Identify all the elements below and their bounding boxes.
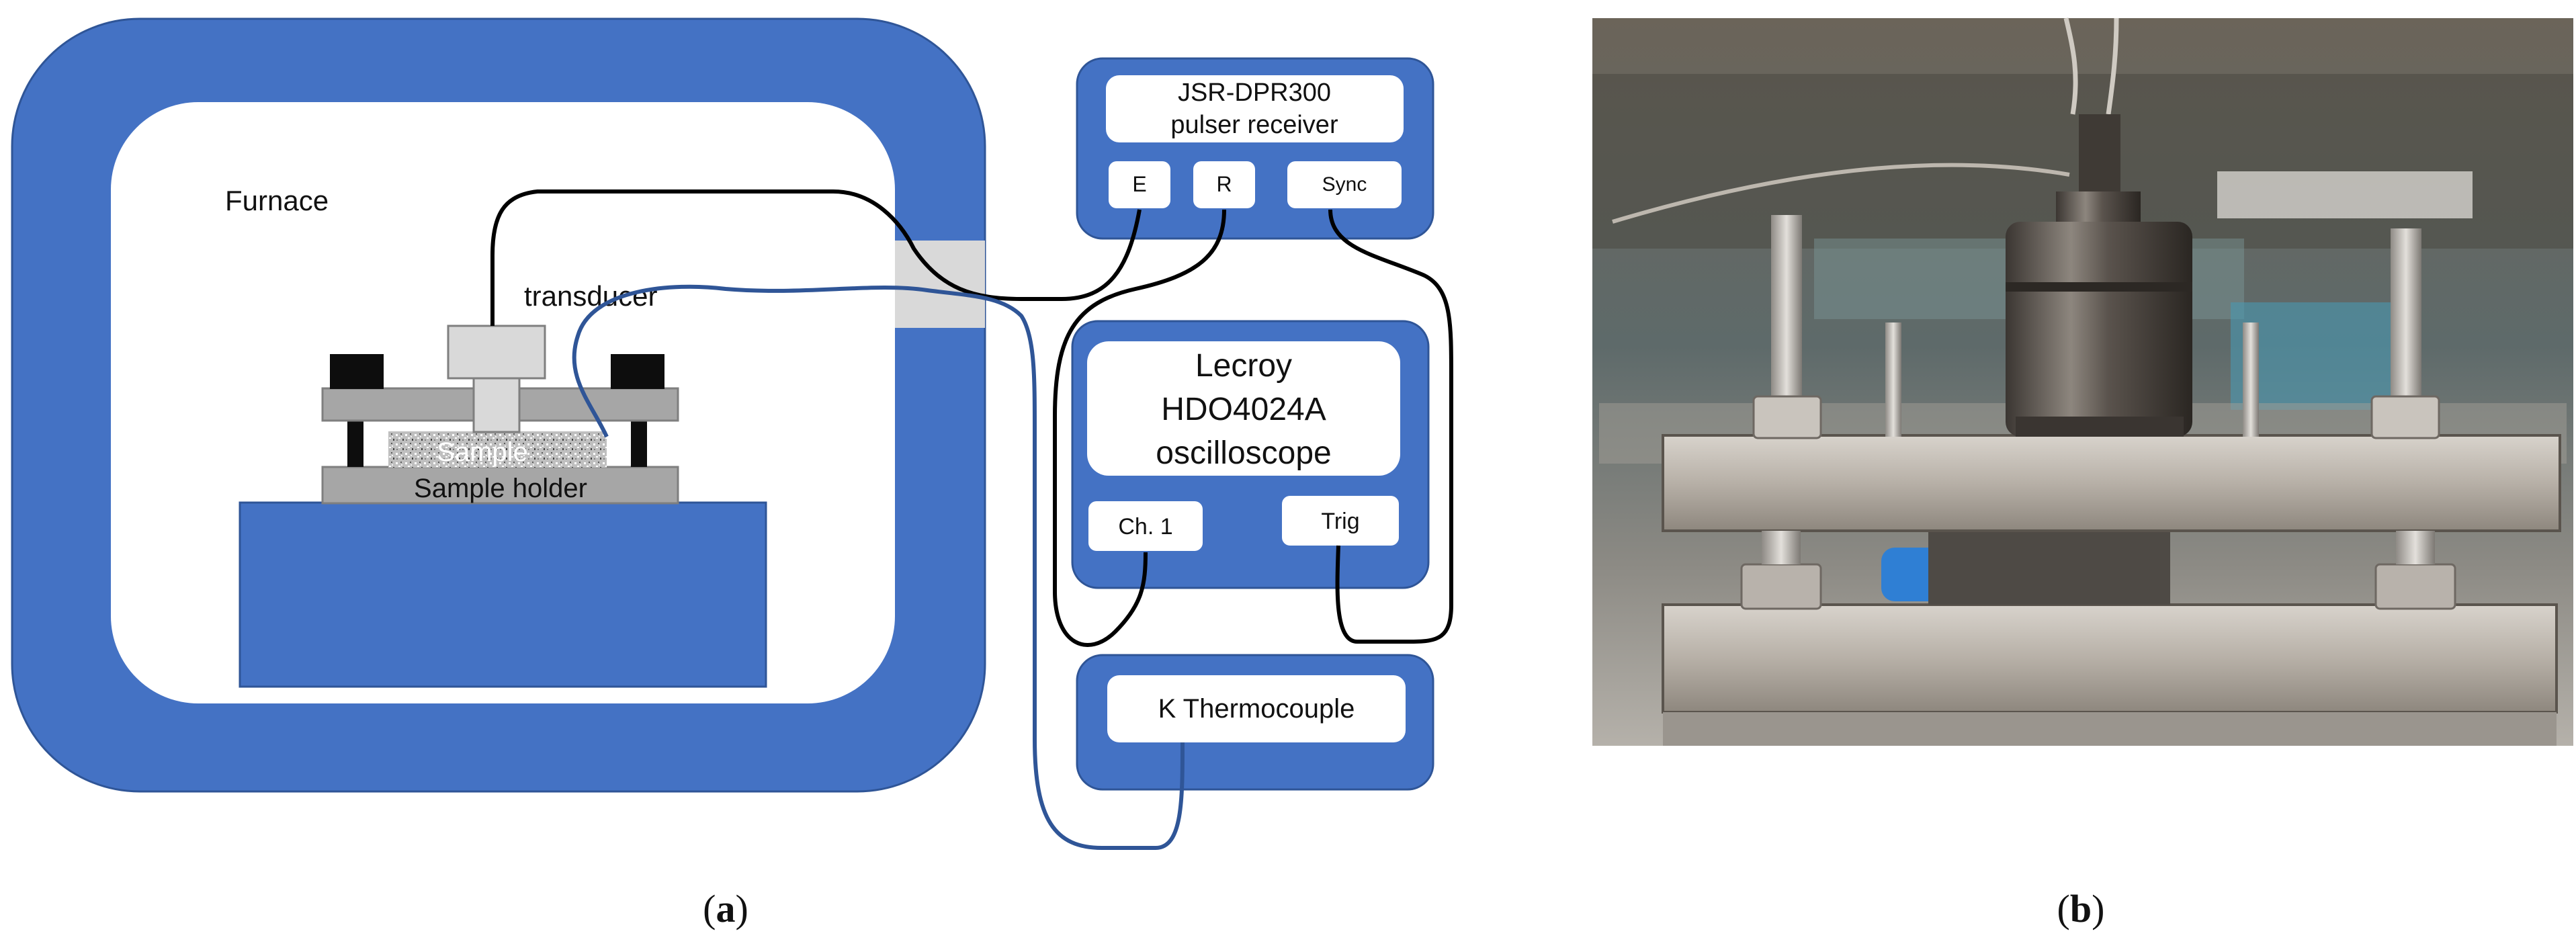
- stage-block: [239, 501, 767, 688]
- photo-nut-lower-left: [1740, 563, 1822, 610]
- photo-bolt-lower-right: [2396, 531, 2435, 564]
- photo-transducer-band: [2006, 282, 2192, 292]
- oscilloscope-title-panel: [1087, 341, 1400, 476]
- transducer-label: transducer: [524, 280, 657, 312]
- caption-a-letter: a: [716, 887, 736, 931]
- sample-holder-label: Sample holder: [414, 474, 587, 503]
- cable-right: [2106, 17, 2119, 115]
- caption-a: (a): [703, 887, 748, 931]
- furnace-label: Furnace: [225, 185, 329, 216]
- pulser-port-e-label: E: [1132, 172, 1146, 196]
- oscilloscope-port-ch1: [1088, 501, 1203, 551]
- wire-sync-to-trig: [1328, 209, 1453, 644]
- setup-diagram: Furnace Sample holder Sample: [11, 17, 1453, 850]
- photo-bolt-lower-left: [1762, 531, 1801, 564]
- nut-right: [611, 354, 664, 389]
- photo-bench-surface: [1663, 712, 2557, 746]
- cable-background: [1612, 163, 2070, 224]
- caption-a-open: (: [703, 887, 716, 931]
- oscilloscope-title-line2: HDO4024A: [1161, 392, 1326, 427]
- wire-thermocouple: [572, 284, 1185, 850]
- pulser-port-sync: [1287, 161, 1402, 208]
- wire-r-to-ch1: [1053, 209, 1226, 647]
- thermocouple-label: K Thermocouple: [1158, 694, 1355, 724]
- pulser-port-r-label: R: [1216, 172, 1232, 196]
- pulser-title-line1: JSR-DPR300: [1178, 79, 1331, 107]
- post-left: [347, 420, 363, 467]
- photo-bolt-small-right: [2243, 322, 2259, 437]
- pulser-port-r: [1193, 161, 1255, 208]
- caption-b-close: ): [2092, 887, 2104, 931]
- caption-a-close: ): [736, 887, 748, 931]
- oscilloscope-port-trig: [1282, 496, 1399, 546]
- pulser-port-e: [1109, 161, 1170, 208]
- photo-nut-upper-left: [1752, 395, 1822, 439]
- oscilloscope-title-line3: oscilloscope: [1156, 435, 1331, 471]
- photo-nut-upper-right: [2370, 395, 2440, 439]
- oscilloscope-port-ch1-label: Ch. 1: [1118, 514, 1172, 540]
- transducer-body: [472, 377, 521, 433]
- oscilloscope-title-line1: Lecroy: [1195, 348, 1292, 384]
- oscilloscope-port-trig-label: Trig: [1321, 509, 1359, 534]
- post-right: [631, 420, 647, 467]
- caption-b-open: (: [2057, 887, 2070, 931]
- sample-block: [388, 431, 607, 468]
- nut-left: [330, 354, 384, 389]
- photo-sample: [1928, 531, 2170, 605]
- photo-lower-plate: [1662, 603, 2558, 714]
- photo-panel: [1592, 17, 2573, 746]
- photo-bolt-small-left: [1885, 322, 1901, 437]
- caption-b-letter: b: [2070, 887, 2092, 931]
- transducer-head: [447, 325, 546, 380]
- background-label-strip: [2217, 171, 2473, 218]
- photo-bolt-left: [1771, 215, 1802, 417]
- photo-nut-lower-right: [2374, 563, 2456, 610]
- furnace-port: [895, 241, 985, 328]
- photo-transducer-connector: [2079, 114, 2120, 202]
- photo-transducer-body: [2006, 222, 2192, 437]
- cable-left: [2063, 17, 2078, 115]
- pulser-port-sync-label: Sync: [1322, 173, 1367, 196]
- sample-label: Sample: [437, 437, 528, 467]
- pulser-title-panel: [1106, 75, 1404, 142]
- photo-upper-plate: [1662, 434, 2561, 532]
- thermocouple-panel: [1107, 675, 1406, 742]
- pulser-title-line2: pulser receiver: [1170, 111, 1338, 139]
- photo-transducer-base: [2016, 417, 2184, 437]
- caption-b: (b): [2057, 887, 2105, 931]
- wire-transducer-to-e: [490, 189, 1142, 326]
- photo-bolt-right: [2391, 228, 2421, 417]
